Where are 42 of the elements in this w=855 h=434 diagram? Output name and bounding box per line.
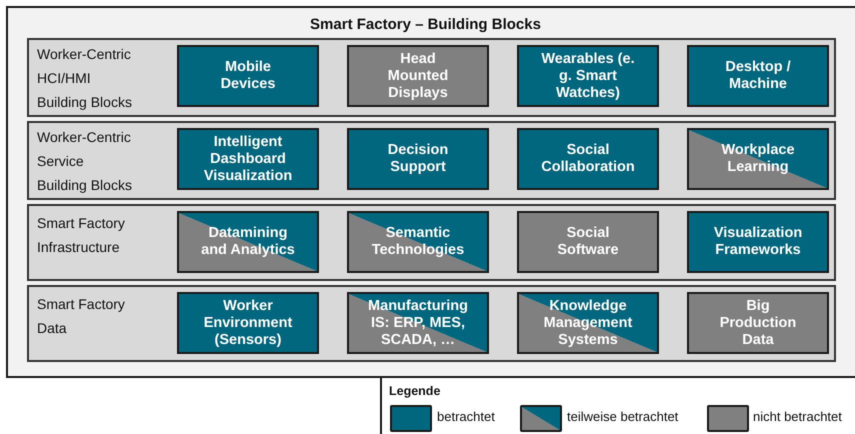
block-label: Intelligent Dashboard Visualization — [202, 134, 294, 184]
building-block — [177, 211, 319, 273]
layer-band — [27, 204, 836, 281]
legend-title: Legende — [389, 384, 440, 398]
layer-band — [27, 285, 836, 362]
layer-label: Smart Factory Data — [37, 295, 126, 338]
building-block — [347, 128, 489, 190]
legend-label: teilweise betrachtet — [567, 409, 678, 424]
frame-panel — [6, 6, 855, 378]
building-block — [517, 292, 659, 354]
block-label: Manufacturing IS: ERP, MES, SCADA, … — [367, 298, 469, 348]
building-block — [517, 128, 659, 190]
building-block — [177, 45, 319, 107]
building-block — [517, 211, 659, 273]
building-block — [687, 292, 829, 354]
building-block — [177, 128, 319, 190]
building-block — [687, 211, 829, 273]
block-label: Social Collaboration — [540, 142, 636, 176]
block-label: Desktop / Machine — [724, 59, 792, 93]
building-block — [687, 45, 829, 107]
block-label: Mobile Devices — [220, 59, 276, 93]
legend-label: betrachtet — [437, 409, 495, 424]
building-block — [517, 45, 659, 107]
layer-label: Worker-Centric HCI/HMI Building Blocks — [37, 45, 133, 112]
layer-band — [27, 38, 836, 117]
layer-label: Worker-Centric Service Building Blocks — [37, 128, 133, 195]
block-label: Decision Support — [386, 142, 450, 176]
building-block — [687, 128, 829, 190]
layer-label: Smart Factory Infrastructure — [37, 214, 126, 257]
block-label: Big Production Data — [718, 298, 798, 348]
block-label: Knowledge Management Systems — [542, 298, 634, 348]
layer-band — [27, 121, 836, 200]
block-label: Head Mounted Displays — [386, 50, 450, 102]
block-label: Wearables (e. g. Smart Watches) — [540, 50, 636, 102]
block-label: Social Software — [556, 225, 620, 259]
building-block — [177, 292, 319, 354]
diagram-title: Smart Factory – Building Blocks — [309, 16, 542, 33]
legend-label: nicht betrachtet — [753, 409, 842, 424]
block-label: Worker Environment (Sensors) — [202, 298, 294, 348]
building-block — [347, 45, 489, 107]
block-label: Visualization Frameworks — [712, 225, 804, 259]
building-block — [347, 292, 489, 354]
